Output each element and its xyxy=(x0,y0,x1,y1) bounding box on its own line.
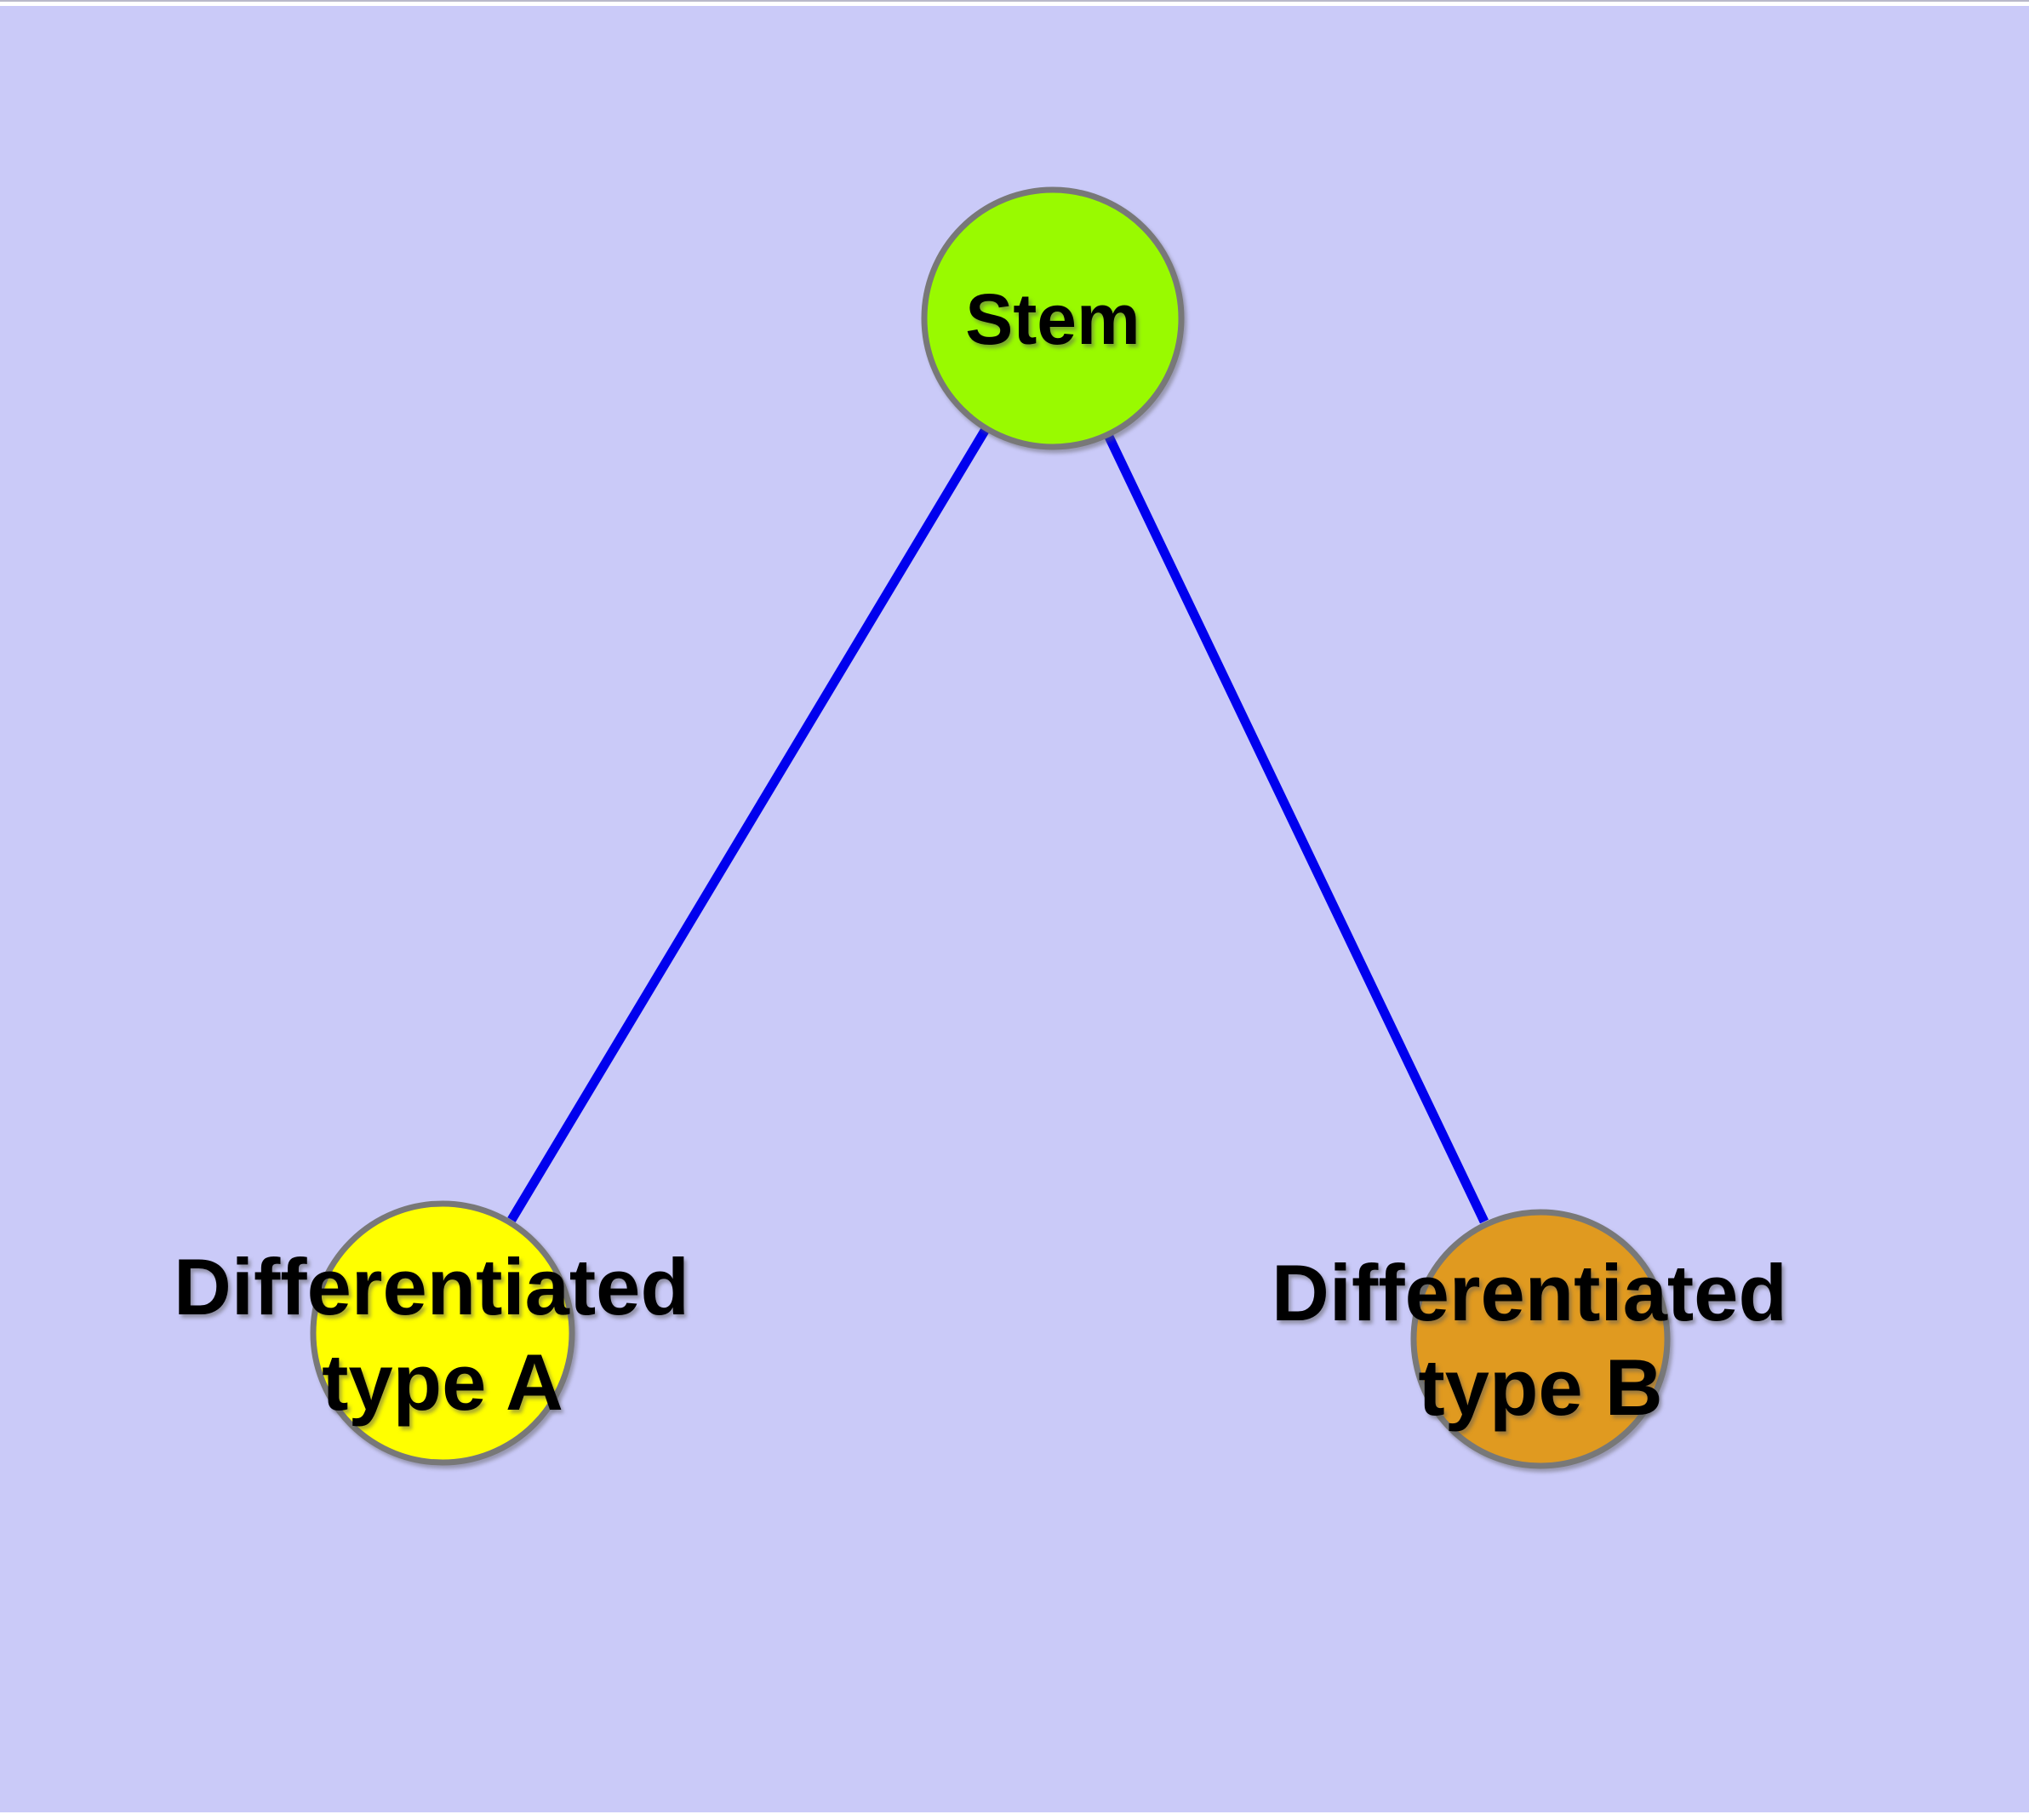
top-hairline xyxy=(0,0,2029,2)
edge-stem-to-type-a xyxy=(507,428,989,1222)
stem-node xyxy=(921,186,1185,450)
type-a-label-line-1: Differentiated xyxy=(174,1242,689,1331)
type-b-node-label: Differentiated type B xyxy=(1272,1248,1809,1432)
type-b-label-line-2: type B xyxy=(1418,1342,1662,1432)
type-a-node xyxy=(310,1200,575,1466)
type-a-label-line-2: type A xyxy=(322,1337,563,1427)
edge-stem-to-type-b xyxy=(1105,434,1489,1224)
type-a-node-label: Differentiated type A xyxy=(174,1242,712,1427)
type-b-node xyxy=(1410,1209,1671,1469)
stem-node-label: Stem xyxy=(965,279,1140,359)
type-b-label-line-1: Differentiated xyxy=(1272,1248,1787,1337)
